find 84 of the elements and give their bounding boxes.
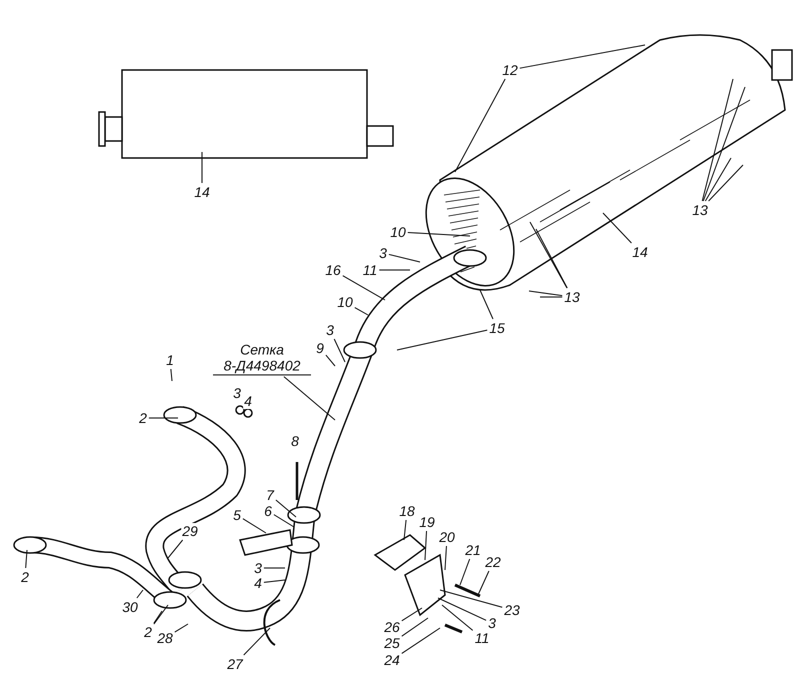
leader-line <box>440 590 503 608</box>
callout-number: 13 <box>563 289 581 305</box>
leader-line <box>25 550 28 568</box>
callout-number: 3 <box>253 560 263 576</box>
callout-number: 26 <box>383 619 401 635</box>
leader-line <box>438 598 487 621</box>
leader-line <box>401 628 440 654</box>
leader-line <box>334 338 346 362</box>
leader-line <box>460 558 470 586</box>
callout-number: 6 <box>263 503 273 519</box>
callout-number: 3 <box>378 245 388 261</box>
callout-number: 2 <box>143 624 153 640</box>
callout-number: 22 <box>484 554 502 570</box>
callout-number: 30 <box>121 599 139 615</box>
leader-line <box>354 307 368 316</box>
callout-number: 25 <box>383 635 401 651</box>
callout-number: 2 <box>138 410 148 426</box>
leader-line <box>275 500 296 518</box>
leader-line <box>602 212 632 244</box>
leader-line <box>480 290 494 320</box>
leader-line <box>153 604 168 625</box>
leader-line <box>708 164 744 202</box>
leader-line <box>136 590 144 598</box>
callout-number: 3 <box>487 615 497 631</box>
callout-number: 18 <box>398 503 416 519</box>
callout-number: 11 <box>362 262 378 278</box>
leader-line <box>478 570 490 596</box>
leader-line <box>407 232 470 236</box>
callout-number: 2 <box>20 569 30 585</box>
leader-line <box>388 254 420 262</box>
leader-line <box>273 514 294 528</box>
callout-number: 4 <box>243 393 253 409</box>
leader-line <box>401 618 428 637</box>
callout-number: 11 <box>474 630 490 646</box>
part-note: Сетка 8-Д4498402 <box>213 340 311 376</box>
leader-line <box>442 604 474 631</box>
callout-number: 3 <box>232 385 242 401</box>
callout-number: 10 <box>336 294 354 310</box>
leader-line <box>263 580 286 583</box>
leader-line <box>530 222 568 288</box>
leader-line <box>153 610 162 624</box>
callout-number: 24 <box>383 652 401 668</box>
callout-number: 14 <box>631 244 649 260</box>
callout-number: 23 <box>503 602 521 618</box>
leader-line <box>243 628 270 656</box>
callout-number: 3 <box>325 322 335 338</box>
leader-line <box>424 530 428 560</box>
callout-number: 29 <box>181 523 199 539</box>
leader-line <box>702 78 734 202</box>
callout-number: 9 <box>315 340 325 356</box>
leader-line <box>325 354 336 366</box>
callout-number: 8 <box>290 433 300 449</box>
leader-line <box>704 158 732 202</box>
callout-number: 5 <box>232 507 242 523</box>
callout-number: 12 <box>501 62 519 78</box>
leader-line <box>174 624 188 633</box>
leader-line <box>396 330 488 350</box>
callout-number: 7 <box>265 487 275 503</box>
leader-line <box>536 228 568 288</box>
callout-number: 21 <box>464 542 482 558</box>
callout-number: 20 <box>438 529 456 545</box>
callout-number: 14 <box>193 184 211 200</box>
leader-line <box>168 540 184 558</box>
leader-line <box>540 296 563 298</box>
callout-number: 10 <box>389 224 407 240</box>
leader-line <box>444 546 447 570</box>
leader-line <box>702 86 746 202</box>
leader-line <box>170 368 172 382</box>
callout-number: 28 <box>156 630 174 646</box>
callout-number: 1 <box>165 352 175 368</box>
callout-number: 27 <box>226 656 244 672</box>
leader-line <box>519 44 646 69</box>
callout-number: 16 <box>324 262 342 278</box>
leader-line <box>283 376 336 420</box>
leader-line <box>342 275 386 300</box>
callout-number: 13 <box>691 202 709 218</box>
leader-line <box>404 520 407 540</box>
callout-number: 19 <box>418 514 436 530</box>
leader-line <box>454 78 506 172</box>
leader-line <box>242 518 266 534</box>
callout-number: 15 <box>488 320 506 336</box>
leader-line <box>528 290 563 296</box>
leader-line <box>401 608 422 622</box>
callout-number: 4 <box>253 575 263 591</box>
